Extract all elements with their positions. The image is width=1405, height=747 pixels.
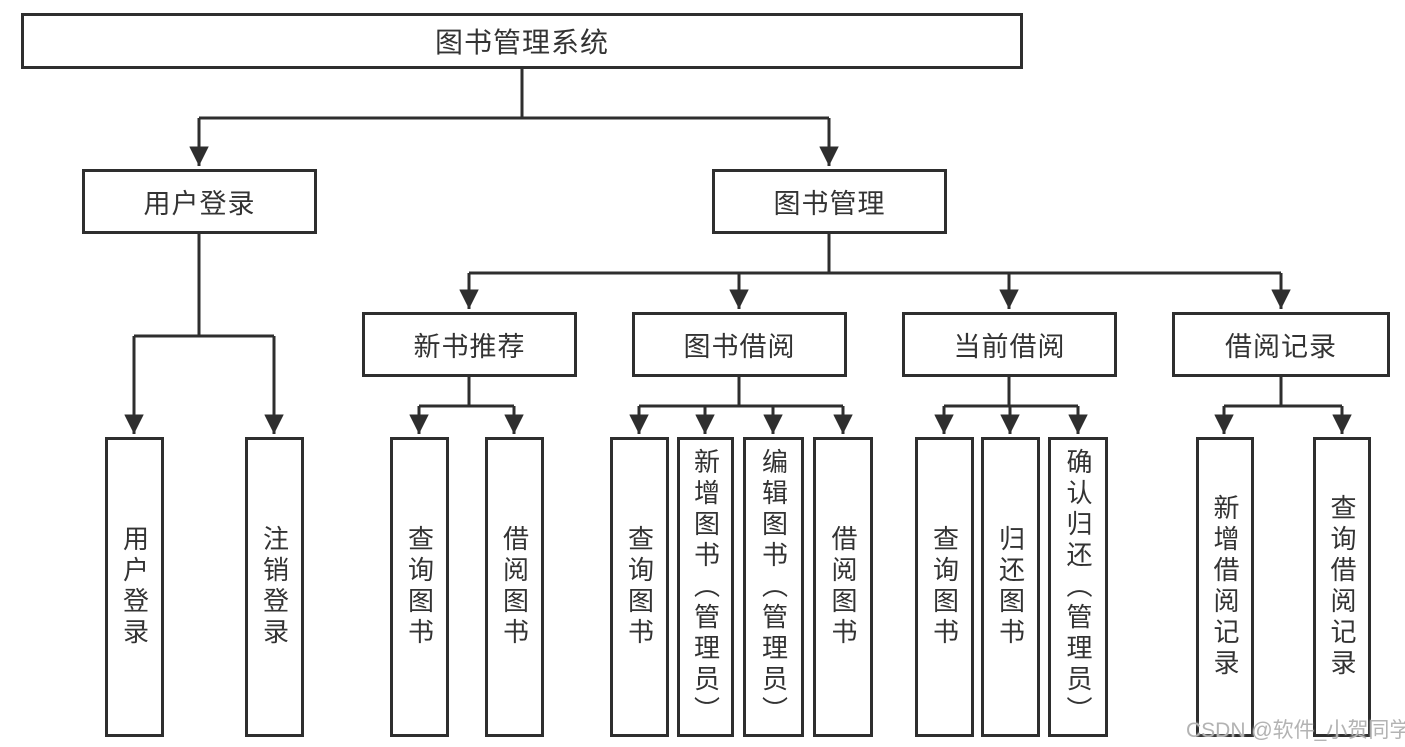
node-borrow-records: 借阅记录 xyxy=(1172,312,1390,377)
node-label: 新增图书（管理员） xyxy=(690,447,721,727)
leaf-user-login: 用户登录 xyxy=(105,437,164,737)
leaf-add-book-admin: 新增图书（管理员） xyxy=(677,437,734,737)
node-label: 图书管理 xyxy=(773,189,886,219)
node-label: 当前借阅 xyxy=(953,332,1066,362)
node-label: 新书推荐 xyxy=(413,332,526,362)
node-label: 图书管理系统 xyxy=(434,27,609,58)
node-user-login: 用户登录 xyxy=(82,169,317,234)
node-label: 用户登录 xyxy=(143,189,256,219)
node-label: 用户登录 xyxy=(119,525,150,649)
leaf-borrow-books-1: 借阅图书 xyxy=(485,437,544,737)
leaf-edit-book-admin: 编辑图书（管理员） xyxy=(743,437,804,737)
node-book-management: 图书管理 xyxy=(712,169,947,234)
connector-trunks xyxy=(134,68,1342,408)
leaf-query-books-2: 查询图书 xyxy=(610,437,669,737)
csdn-watermark: CSDN @软件_小贺同学 xyxy=(1186,719,1405,742)
node-label: 图书借阅 xyxy=(683,332,796,362)
node-label: 借阅图书 xyxy=(828,525,858,649)
node-label: 查询图书 xyxy=(404,525,435,649)
node-label: 查询图书 xyxy=(624,525,655,649)
node-label: 查询借阅记录 xyxy=(1327,494,1357,680)
node-label: 确认归还（管理员） xyxy=(1063,447,1093,727)
leaf-query-borrow-record: 查询借阅记录 xyxy=(1313,437,1371,737)
leaf-query-books-1: 查询图书 xyxy=(390,437,449,737)
node-label: 借阅图书 xyxy=(499,525,530,649)
node-label: 新增借阅记录 xyxy=(1210,494,1240,680)
leaf-add-borrow-record: 新增借阅记录 xyxy=(1196,437,1254,737)
node-library-system: 图书管理系统 xyxy=(21,13,1023,69)
leaf-return-book: 归还图书 xyxy=(981,437,1040,737)
leaf-borrow-books-2: 借阅图书 xyxy=(813,437,873,737)
leaf-query-books-3: 查询图书 xyxy=(915,437,974,737)
leaf-logout: 注销登录 xyxy=(245,437,304,737)
node-label: 注销登录 xyxy=(259,525,290,649)
node-current-borrow: 当前借阅 xyxy=(902,312,1117,377)
node-label: 编辑图书（管理员） xyxy=(758,447,789,727)
leaf-confirm-return-admin: 确认归还（管理员） xyxy=(1048,437,1108,737)
node-label: 借阅记录 xyxy=(1225,332,1337,362)
node-new-book-recommend: 新书推荐 xyxy=(362,312,577,377)
node-label: 归还图书 xyxy=(995,525,1026,649)
node-label: 查询图书 xyxy=(929,525,960,649)
node-book-borrow: 图书借阅 xyxy=(632,312,847,377)
